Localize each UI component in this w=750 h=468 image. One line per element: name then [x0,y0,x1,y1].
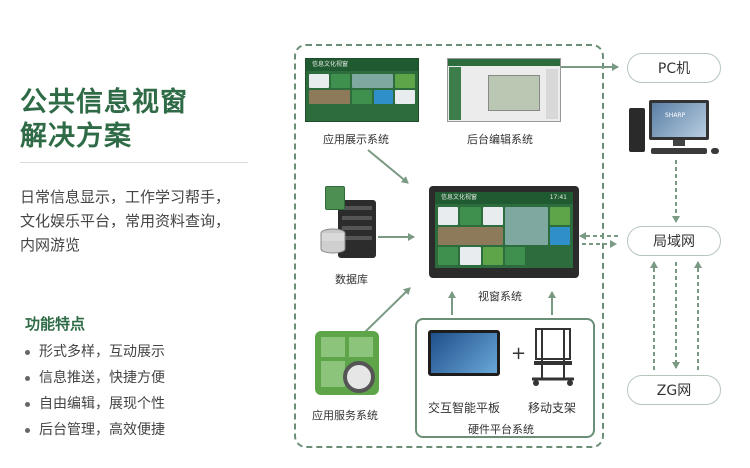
server-slot [342,206,372,210]
pc-keyboard [651,148,707,154]
app-service-label: 应用服务系统 [312,409,378,422]
window-system-display: 信息文化视窗 17:41 [429,186,579,278]
tile [482,207,503,225]
feature-text: 信息推送，快捷方便 [39,370,165,386]
pc-monitor-stand [673,140,685,146]
pc-monitor-screen [652,103,706,137]
description: 日常信息显示，工作学习帮手， 文化娱乐平台，常用资料查询， 内网游览 [20,185,260,257]
database-label: 数据库 [335,273,368,286]
panel-label: 交互智能平板 [428,401,501,415]
window-screen-title: 信息文化视窗 [441,194,478,201]
bullet-icon [25,375,30,381]
pc-node: PC机 [627,53,721,83]
tile [460,207,481,225]
lan-node: 局域网 [627,226,721,256]
pc-tower [629,108,645,152]
tile [352,74,394,88]
feature-text: 形式多样，互动展示 [39,344,165,360]
window-system-label: 视窗系统 [478,290,522,303]
page-title: 公共信息视窗 解决方案 [20,86,188,154]
hardware-platform-box [415,318,595,438]
mobile-stand-icon [528,325,578,387]
window-screen-header: 信息文化视窗 17:41 [435,192,573,204]
tile [505,207,548,245]
description-line-1: 日常信息显示，工作学习帮手， [20,188,231,206]
document-icon [325,186,345,210]
pc-icon: SHARP [625,96,725,158]
editor-canvas [488,75,540,111]
tile [549,227,570,245]
pc-brand: SHARP [665,112,686,119]
editor-toolbar [448,59,560,66]
tile [438,207,459,225]
app-service-icon [315,331,379,395]
panel-screen [431,333,497,373]
tile [460,247,481,265]
description-line-3: 内网游览 [20,236,81,254]
screen-header: 信息文化视窗 [306,59,418,71]
tile [438,227,503,245]
zg-node: ZG网 [627,375,721,405]
title-line-2: 解决方案 [20,121,132,152]
arrow-service-to-window [364,287,411,333]
server-slot [342,226,372,230]
feature-item: 后台管理，高效便捷 [25,417,165,443]
title-divider [20,162,248,163]
display-system-label: 应用展示系统 [323,133,389,146]
tile [438,247,459,265]
feature-text: 自由编辑，展现个性 [39,396,165,412]
stand-label: 移动支架 [528,401,577,415]
tile [395,90,415,104]
tile [373,90,394,104]
feature-item: 自由编辑，展现个性 [25,391,165,417]
description-line-2: 文化娱乐平台，常用资料查询， [20,212,231,230]
app-tile [321,361,345,387]
features-list: 形式多样，互动展示 信息推送，快捷方便 自由编辑，展现个性 后台管理，高效便捷 [25,339,165,443]
bullet-icon [25,401,30,407]
window-screen-time: 17:41 [549,194,567,201]
display-system-screenshot: 信息文化视窗 [305,58,419,122]
window-screen: 信息文化视窗 17:41 [435,192,573,268]
tile [309,90,351,104]
backend-system-label: 后台编辑系统 [467,133,533,146]
feature-item: 形式多样，互动展示 [25,339,165,365]
feature-item: 信息推送，快捷方便 [25,365,165,391]
tile [309,74,329,88]
title-line-1: 公共信息视窗 [20,87,188,118]
tile-grid [306,71,418,107]
system-boundary [294,44,604,448]
tile [505,247,526,265]
interactive-panel-icon [428,330,500,376]
server-slot [342,216,372,220]
feature-text: 后台管理，高效便捷 [39,422,165,438]
app-tile [321,337,345,357]
backend-system-screenshot [447,58,561,122]
editor-sidebar [449,67,461,120]
editor-properties [546,69,558,119]
tile [395,74,415,88]
plus-sign: + [511,343,527,364]
tile [549,207,570,225]
hardware-platform-label: 硬件平台系统 [468,423,534,436]
arrow-display-to-window [367,149,409,184]
features-title: 功能特点 [25,315,86,333]
window-tile-grid [435,204,573,268]
tile [330,74,351,88]
bullet-icon [25,427,30,433]
pc-mouse [711,148,719,154]
bullet-icon [25,349,30,355]
server-slot [342,236,372,240]
tile [352,90,372,104]
app-tile [349,337,373,357]
database-icon [320,228,346,258]
tile [482,247,503,265]
gear-icon [343,361,375,393]
pc-monitor [649,100,709,140]
